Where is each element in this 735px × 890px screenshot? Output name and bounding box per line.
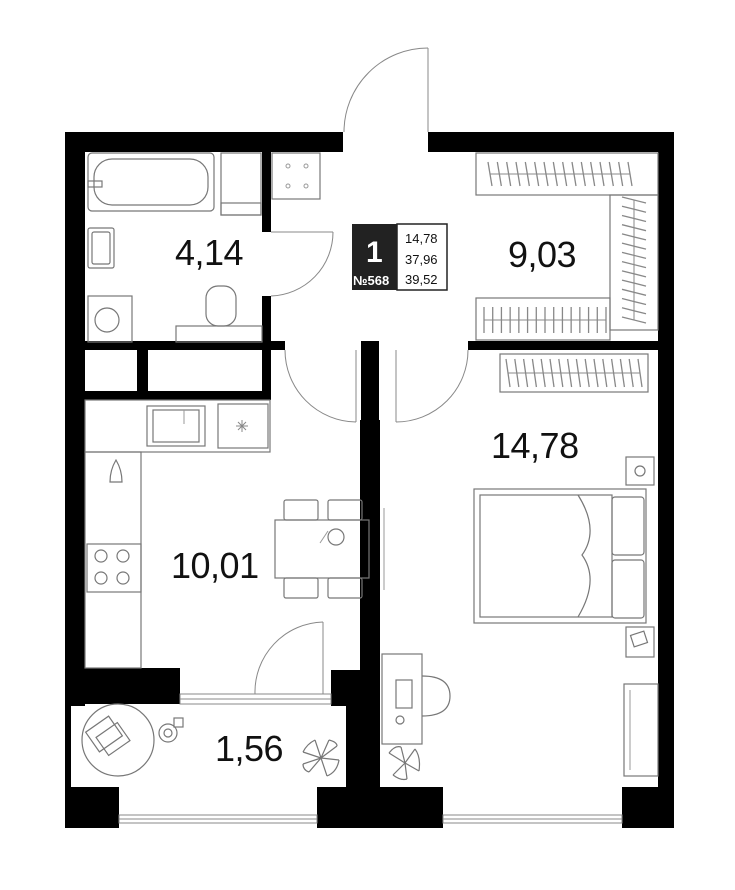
room-area-bedroom: 14,78 <box>491 425 579 466</box>
room-area-wardrobe: 9,03 <box>508 234 576 275</box>
wardrobe-rails <box>475 152 659 341</box>
kitchen-furniture <box>84 399 370 669</box>
badge-area-total: 37,96 <box>405 252 438 267</box>
hallway-cabinet <box>271 152 321 200</box>
room-area-kitchen: 10,01 <box>171 545 259 586</box>
windows <box>118 693 623 824</box>
badge-area-living: 14,78 <box>405 231 438 246</box>
apartment-badge: 1 №568 14,78 37,96 39,52 <box>352 223 448 291</box>
bedroom-furniture <box>381 353 659 781</box>
area-labels: 4,14 9,03 10,01 14,78 1,56 <box>171 232 579 769</box>
badge-apartment-number: №568 <box>353 273 389 288</box>
badge-area-total-with-balcony: 39,52 <box>405 272 438 287</box>
room-area-bathroom: 4,14 <box>175 232 243 273</box>
badge-rooms-count: 1 <box>366 236 383 269</box>
balcony-furniture <box>81 703 340 777</box>
doors <box>254 47 469 695</box>
room-area-balcony: 1,56 <box>215 728 283 769</box>
bathroom-fixtures <box>87 152 263 343</box>
walls <box>65 132 674 828</box>
